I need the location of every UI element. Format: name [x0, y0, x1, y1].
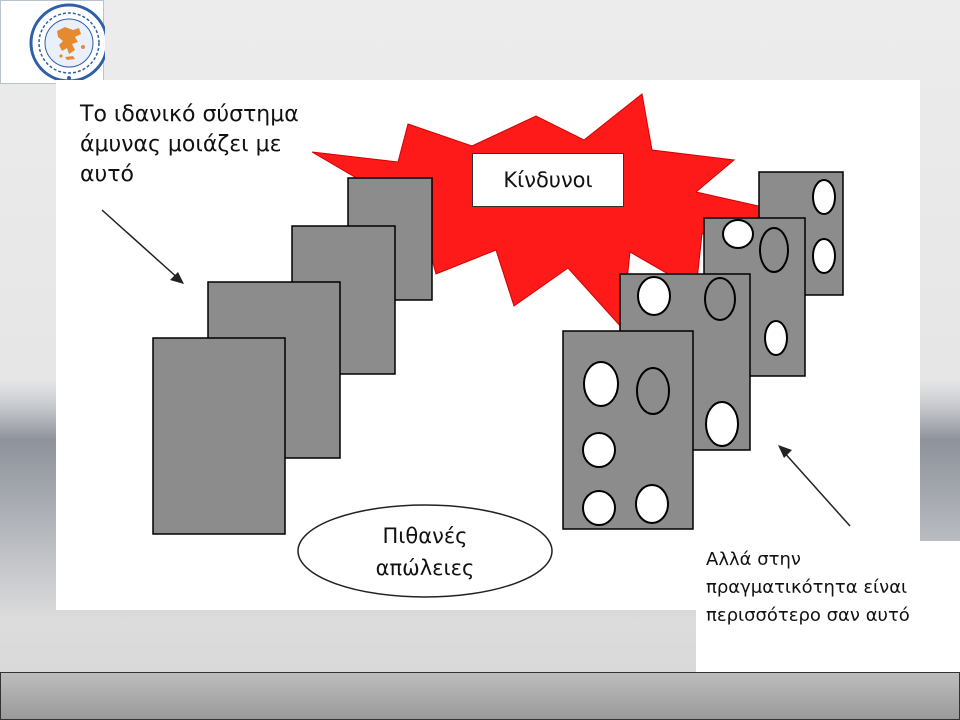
- solid-layer-1: [152, 337, 286, 535]
- footer-bar: [0, 672, 960, 720]
- losses-label-line1: Πιθανές: [382, 524, 468, 548]
- reality-caption-box: [696, 541, 960, 672]
- arrow-to-holed-layers: [781, 449, 851, 527]
- greece-map-seal-icon: [29, 3, 109, 83]
- losses-label-line2: απώλειες: [375, 556, 475, 580]
- arrow-to-solid-layers: [101, 209, 181, 281]
- ideal-defense-caption: Το ιδανικό σύστημα άμυνας μοιάζει με αυτ…: [80, 102, 299, 187]
- losses-ellipse: [297, 504, 553, 598]
- reality-caption: Αλλά στην πραγματικότητα είναι περισσότε…: [706, 549, 910, 626]
- holed-layer-1: [562, 330, 694, 530]
- swiss-cheese-diagram: [101, 93, 851, 598]
- danger-label-box: Κίνδυνοι: [472, 153, 624, 207]
- danger-label: Κίνδυνοι: [503, 168, 593, 192]
- organization-logo: [0, 0, 109, 84]
- losses-label: Πιθανές απώλειες: [298, 506, 552, 598]
